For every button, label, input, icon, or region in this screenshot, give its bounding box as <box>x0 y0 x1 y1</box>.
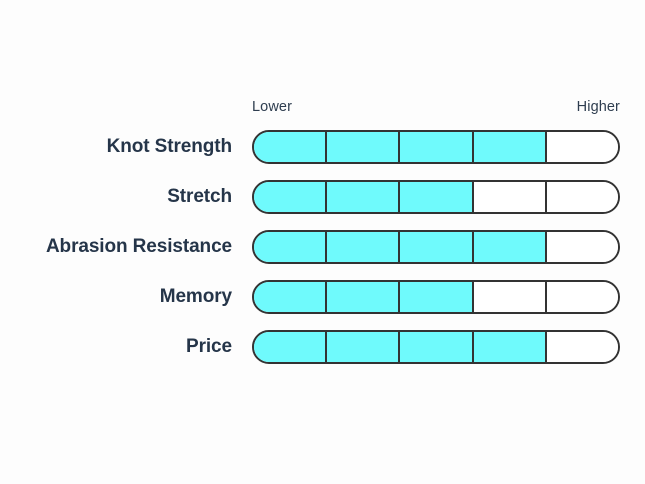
rating-row-label: Knot Strength <box>106 136 232 157</box>
rating-segment[interactable] <box>546 132 618 162</box>
rating-meter[interactable] <box>252 330 620 364</box>
scale-header: Lower Higher <box>252 98 620 118</box>
rating-row: Stretch <box>0 180 645 214</box>
rating-segment[interactable] <box>400 332 474 362</box>
rating-segment[interactable] <box>327 232 401 262</box>
rating-segment[interactable] <box>327 332 401 362</box>
rating-segment[interactable] <box>327 282 401 312</box>
rating-row-label: Abrasion Resistance <box>45 236 232 257</box>
rating-row: Knot Strength <box>0 130 645 164</box>
rating-segment[interactable] <box>546 332 618 362</box>
rating-segment[interactable] <box>473 332 547 362</box>
rating-segment[interactable] <box>254 232 328 262</box>
rating-row-label: Price <box>186 336 232 357</box>
rating-segment[interactable] <box>546 232 618 262</box>
rating-meter[interactable] <box>252 230 620 264</box>
rating-row: Abrasion Resistance <box>0 230 645 264</box>
rating-segment[interactable] <box>473 132 547 162</box>
rating-segment[interactable] <box>254 332 328 362</box>
rating-segment[interactable] <box>400 182 474 212</box>
rating-segment[interactable] <box>473 282 547 312</box>
rating-segment[interactable] <box>400 232 474 262</box>
rating-segment[interactable] <box>400 282 474 312</box>
scale-low-label: Lower <box>252 99 292 115</box>
rating-segment[interactable] <box>327 132 401 162</box>
rating-segment[interactable] <box>546 182 618 212</box>
rating-segment[interactable] <box>254 132 328 162</box>
rating-segment[interactable] <box>473 182 547 212</box>
rating-meter[interactable] <box>252 180 620 214</box>
rating-meter[interactable] <box>252 130 620 164</box>
rating-row: Memory <box>0 280 645 314</box>
rating-segment[interactable] <box>546 282 618 312</box>
rating-meter[interactable] <box>252 280 620 314</box>
rating-segment[interactable] <box>254 182 328 212</box>
rating-row-label: Stretch <box>167 186 232 207</box>
rating-segment[interactable] <box>400 132 474 162</box>
rating-segment[interactable] <box>254 282 328 312</box>
rating-row-label: Memory <box>159 286 232 307</box>
rating-segment[interactable] <box>327 182 401 212</box>
rating-segment[interactable] <box>473 232 547 262</box>
scale-high-label: Higher <box>576 99 620 115</box>
rating-row: Price <box>0 330 645 364</box>
